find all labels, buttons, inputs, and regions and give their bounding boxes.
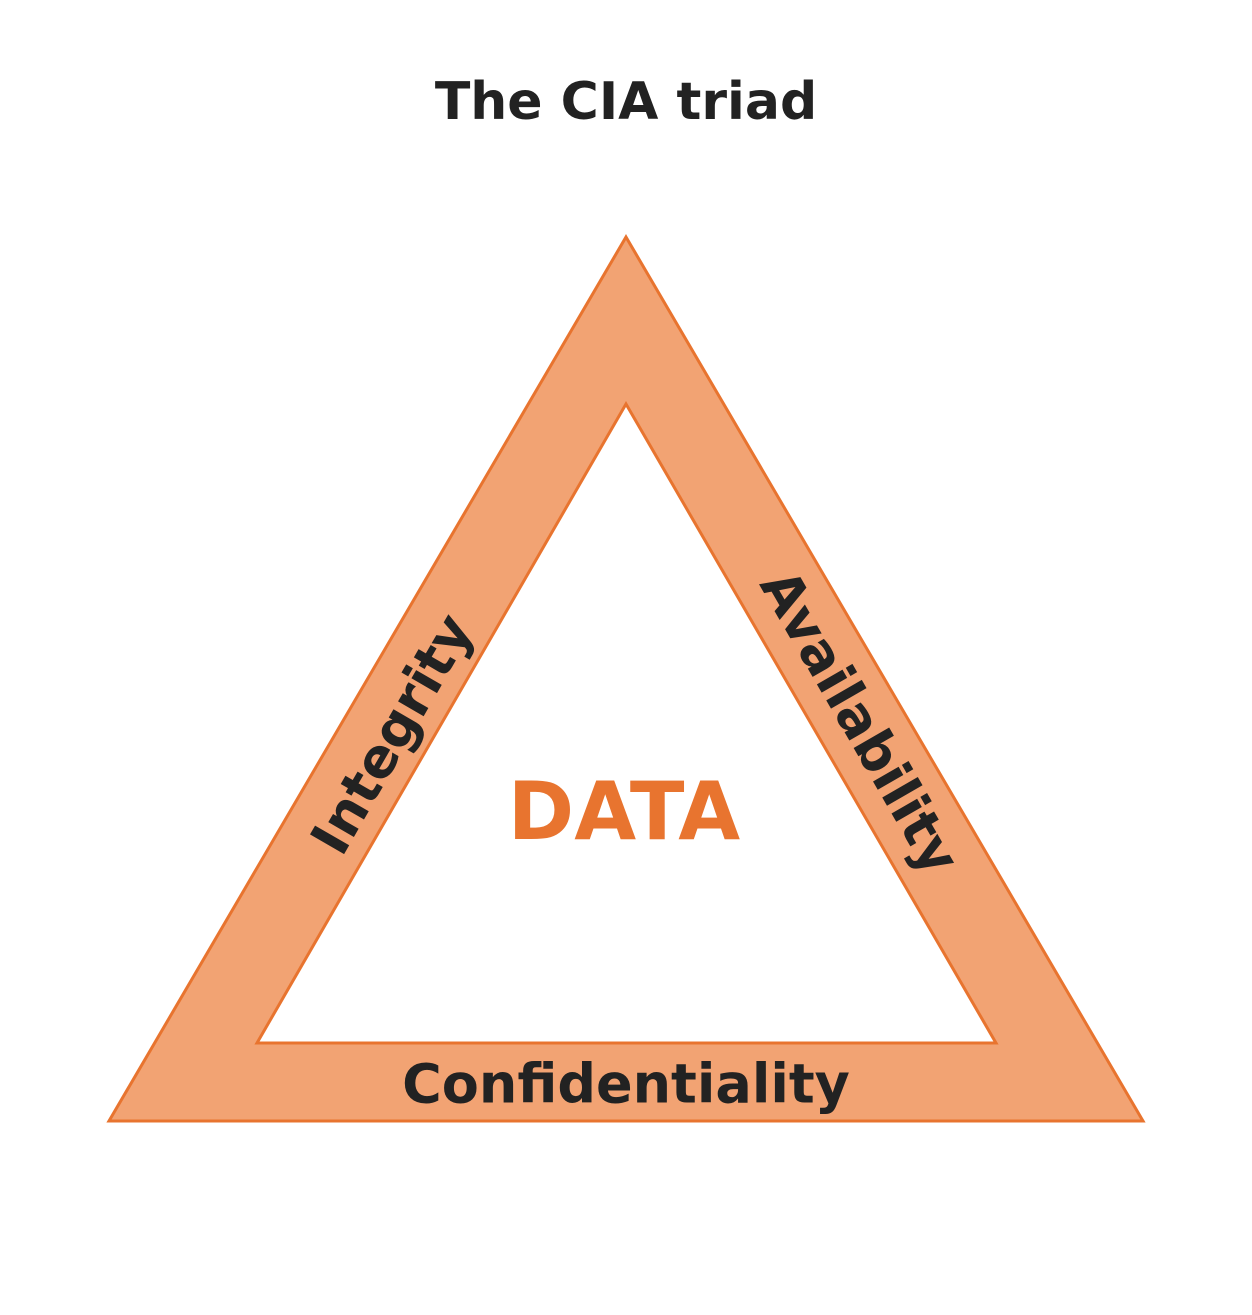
side-label-confidentiality: Confidentiality bbox=[402, 1053, 850, 1116]
triangle-band bbox=[106, 234, 1146, 1123]
side-label-availability: Availability bbox=[748, 559, 973, 885]
center-label-data: DATA bbox=[508, 765, 740, 858]
diagram-title: The CIA triad bbox=[434, 72, 818, 132]
